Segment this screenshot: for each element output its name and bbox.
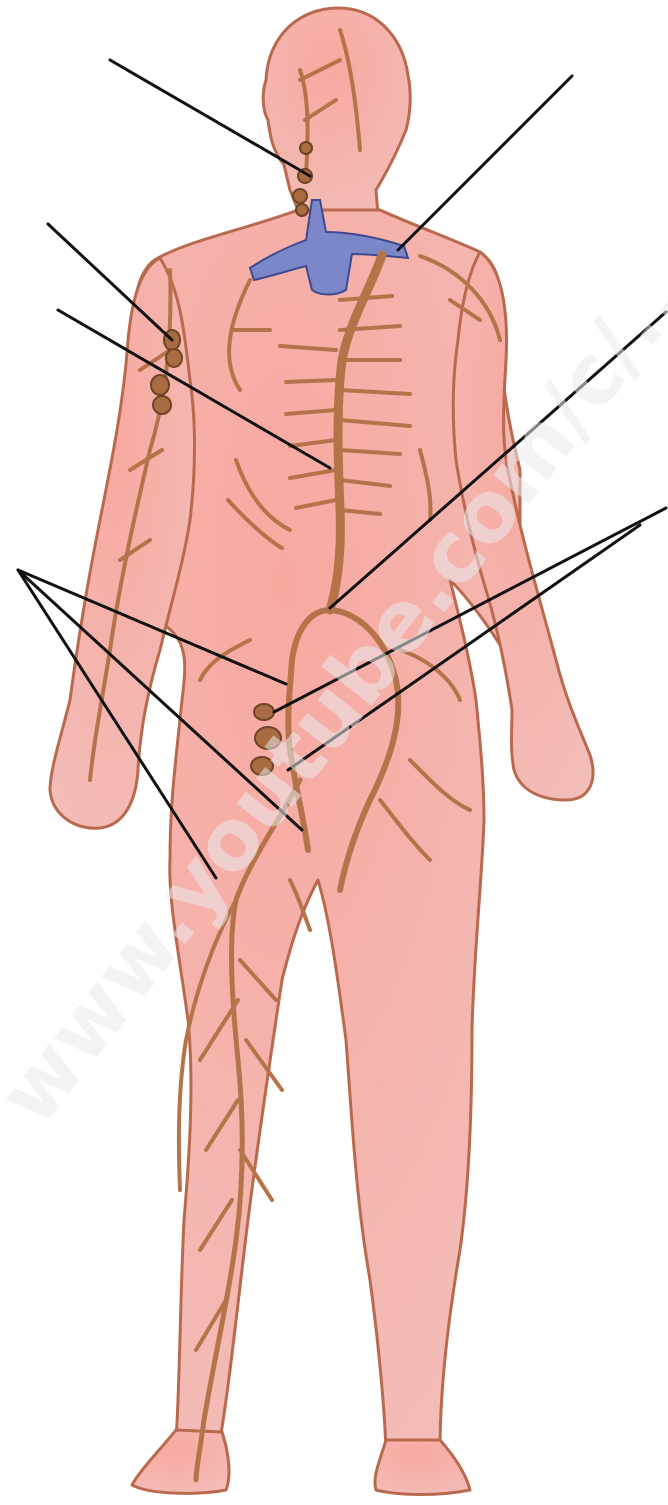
axillary-node <box>166 349 182 367</box>
cervical-node <box>300 142 312 154</box>
axillary-node <box>153 396 171 414</box>
cervical-node <box>296 204 308 216</box>
cervical-node <box>293 189 307 203</box>
axillary-node <box>151 375 169 395</box>
